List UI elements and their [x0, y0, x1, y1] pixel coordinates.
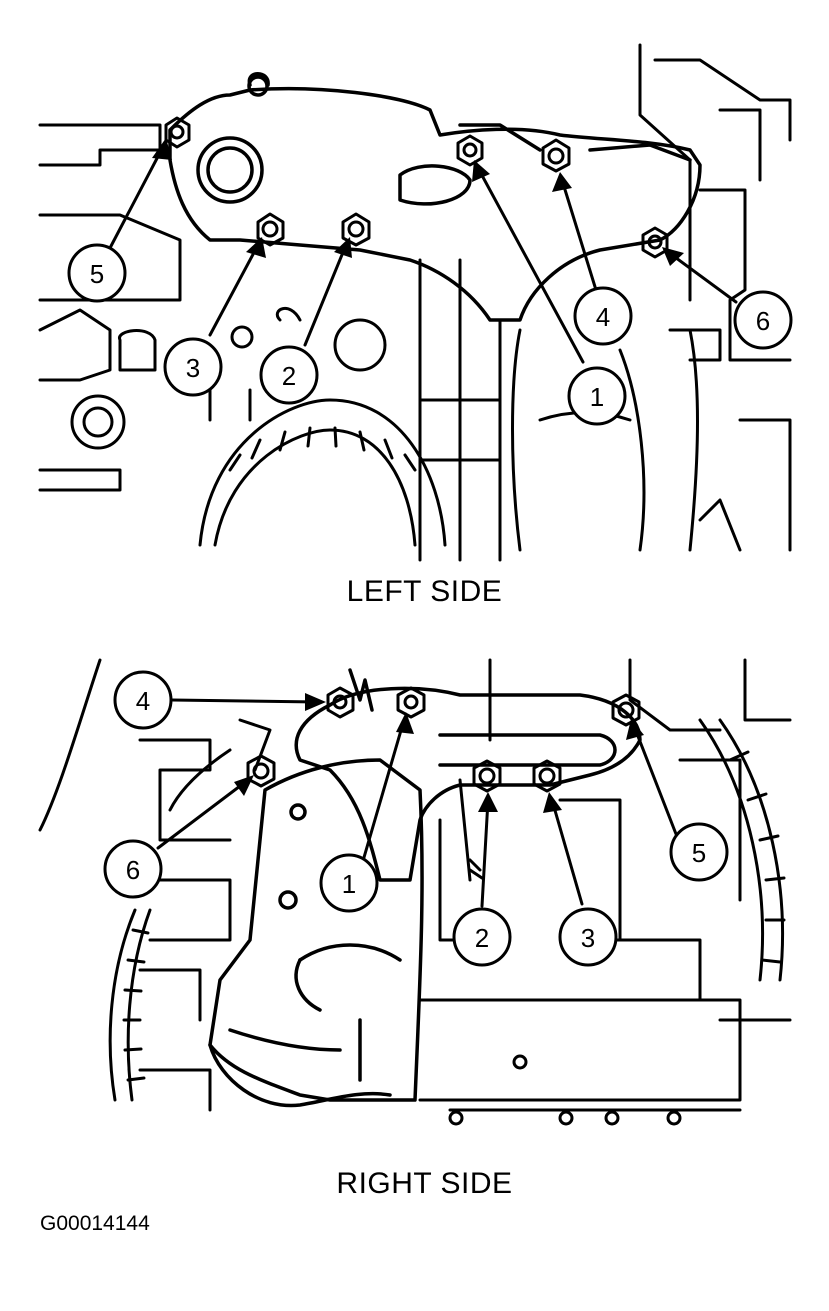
left-callouts: 5 3 2 1 4 6 [67, 243, 793, 426]
svg-text:4: 4 [136, 686, 150, 716]
bolt-4 [541, 138, 571, 173]
bolt-3 [532, 759, 562, 793]
engine-block-outline [38, 658, 792, 1112]
exhaust-pipe [511, 328, 722, 552]
bolt-5 [611, 693, 641, 727]
left-side-label: LEFT SIDE [346, 575, 503, 608]
leader-lines [108, 143, 738, 364]
left-side-engine-drawing: 5 3 2 1 4 6 [38, 43, 793, 562]
callout-4: 4 [573, 286, 633, 346]
bolt-6 [246, 754, 276, 788]
callout-5: 5 [67, 243, 127, 303]
figure-id: G00014144 [40, 1212, 150, 1235]
right-side-label: RIGHT SIDE [336, 1167, 513, 1200]
svg-text:2: 2 [282, 361, 296, 391]
bolt-2 [472, 759, 502, 793]
bolt-1 [456, 134, 484, 167]
engine-block-outline [38, 43, 792, 562]
svg-text:6: 6 [126, 855, 140, 885]
svg-text:5: 5 [90, 259, 104, 289]
callout-1: 1 [319, 853, 379, 913]
leader-lines [156, 698, 678, 908]
callout-1: 1 [567, 366, 627, 426]
ring-gear-right [698, 718, 786, 982]
bolt-3 [256, 212, 285, 247]
bolt-1 [396, 686, 426, 719]
svg-text:3: 3 [186, 353, 200, 383]
right-side-engine-drawing: 4 6 1 2 3 5 [38, 658, 792, 1126]
exhaust-manifold [168, 72, 702, 322]
flywheel-arc [198, 398, 447, 547]
heat-shield [208, 758, 424, 1108]
callout-5: 5 [669, 822, 729, 882]
callout-6: 6 [733, 290, 793, 350]
right-callouts: 4 6 1 2 3 5 [103, 670, 729, 967]
left-side-panel: 5 3 2 1 4 6 LEFT SIDE [0, 0, 829, 620]
svg-text:5: 5 [692, 838, 706, 868]
svg-text:6: 6 [756, 306, 770, 336]
svg-text:4: 4 [596, 302, 610, 332]
callout-4: 4 [113, 670, 173, 730]
callout-3: 3 [163, 337, 223, 397]
callout-2: 2 [259, 345, 319, 405]
svg-text:1: 1 [342, 869, 356, 899]
right-side-panel: 4 6 1 2 3 5 RIGHT SIDE [0, 640, 829, 1220]
svg-text:2: 2 [475, 923, 489, 953]
svg-text:1: 1 [590, 382, 604, 412]
bolt-4 [326, 686, 355, 719]
manifold-bolts [246, 686, 641, 793]
exhaust-manifold [294, 668, 642, 882]
callout-3: 3 [558, 907, 618, 967]
arrowheads [234, 693, 644, 813]
arrowheads [152, 138, 684, 266]
svg-text:3: 3 [581, 923, 595, 953]
ring-gear-left [108, 908, 152, 1102]
bolt-2 [341, 212, 371, 247]
engine-detail [70, 307, 387, 450]
callout-6: 6 [103, 839, 163, 899]
callout-2: 2 [452, 907, 512, 967]
